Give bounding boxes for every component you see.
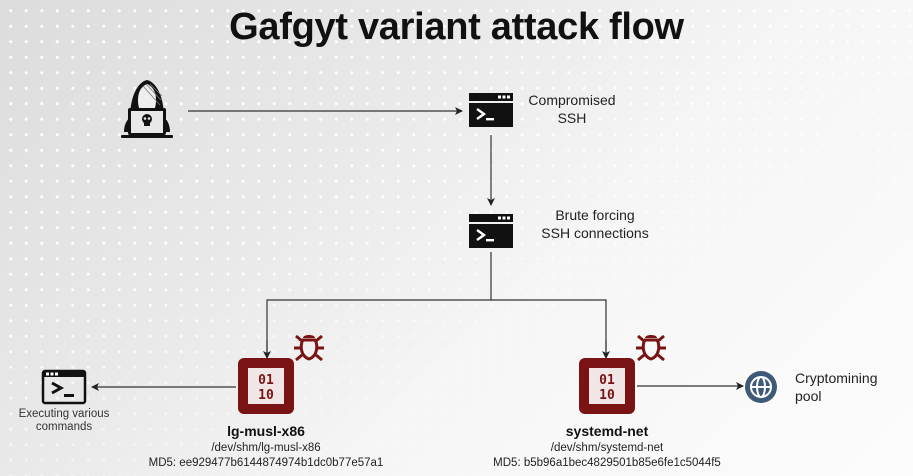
hacker-icon bbox=[121, 80, 173, 138]
terminal-icon bbox=[41, 369, 87, 405]
svg-text:01: 01 bbox=[599, 373, 615, 388]
diagram-title: Gafgyt variant attack flow bbox=[229, 6, 684, 48]
edge-split-bar bbox=[266, 299, 607, 357]
terminal-icon bbox=[469, 214, 513, 248]
malware-name: systemd-net bbox=[565, 423, 649, 439]
bug-icon bbox=[636, 334, 666, 362]
bug-icon bbox=[294, 334, 324, 362]
terminal-icon bbox=[469, 93, 513, 127]
malware-path: /dev/shm/systemd-net bbox=[550, 442, 664, 454]
compromised-ssh-label: Compromised SSH bbox=[528, 92, 616, 126]
binary-file-icon: 01 10 bbox=[579, 358, 635, 414]
malware-md5: MD5: b5b96a1bec4829501b85e6fe1c5044f5 bbox=[493, 457, 721, 469]
globe-icon bbox=[745, 371, 777, 403]
brute-force-label: Brute forcing SSH connections bbox=[541, 207, 649, 241]
connectors bbox=[91, 107, 744, 391]
svg-text:10: 10 bbox=[258, 388, 274, 403]
executing-commands-label: Executing various commands bbox=[18, 408, 110, 433]
svg-text:10: 10 bbox=[599, 388, 615, 403]
binary-file-icon: 01 10 bbox=[238, 358, 294, 414]
cryptomining-pool-label: Cryptomining pool bbox=[795, 370, 878, 404]
malware-path: /dev/shm/lg-musl-x86 bbox=[211, 442, 321, 454]
svg-text:01: 01 bbox=[258, 373, 274, 388]
malware-md5: MD5: ee929477b6144874974b1dc0b77e57a1 bbox=[148, 457, 384, 469]
malware-name: lg-musl-x86 bbox=[227, 423, 305, 439]
